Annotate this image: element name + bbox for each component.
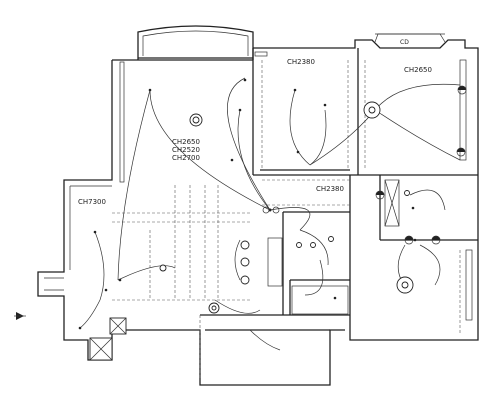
- ceiling-label-master: CH2650: [404, 66, 432, 74]
- wiring-runs: [79, 77, 461, 351]
- room-tag-top-right: CD: [400, 39, 409, 46]
- outer-walls: [37, 25, 479, 386]
- light-fixtures: [159, 101, 414, 314]
- stair-and-closets: [89, 237, 349, 361]
- window-frames: [119, 51, 473, 321]
- ceiling-label-dining: CH2520: [172, 146, 200, 154]
- ceiling-label-hall: CH2700: [172, 154, 200, 162]
- ceiling-label-corridor: CH2380: [316, 185, 344, 193]
- ceiling-dashed-lines: [112, 60, 461, 380]
- ceiling-label-left-room: CH7300: [78, 198, 106, 206]
- ceiling-labels: CH2650 CH2520 CH2700 CH2380 CH2650 CH238…: [78, 39, 432, 206]
- triangle-marker-icon: [14, 312, 26, 320]
- ceiling-points: [78, 78, 417, 330]
- ceiling-label-bedroom-mid: CH2380: [287, 58, 315, 66]
- ceiling-label-living: CH2650: [172, 138, 200, 146]
- switch-markers: [262, 85, 467, 245]
